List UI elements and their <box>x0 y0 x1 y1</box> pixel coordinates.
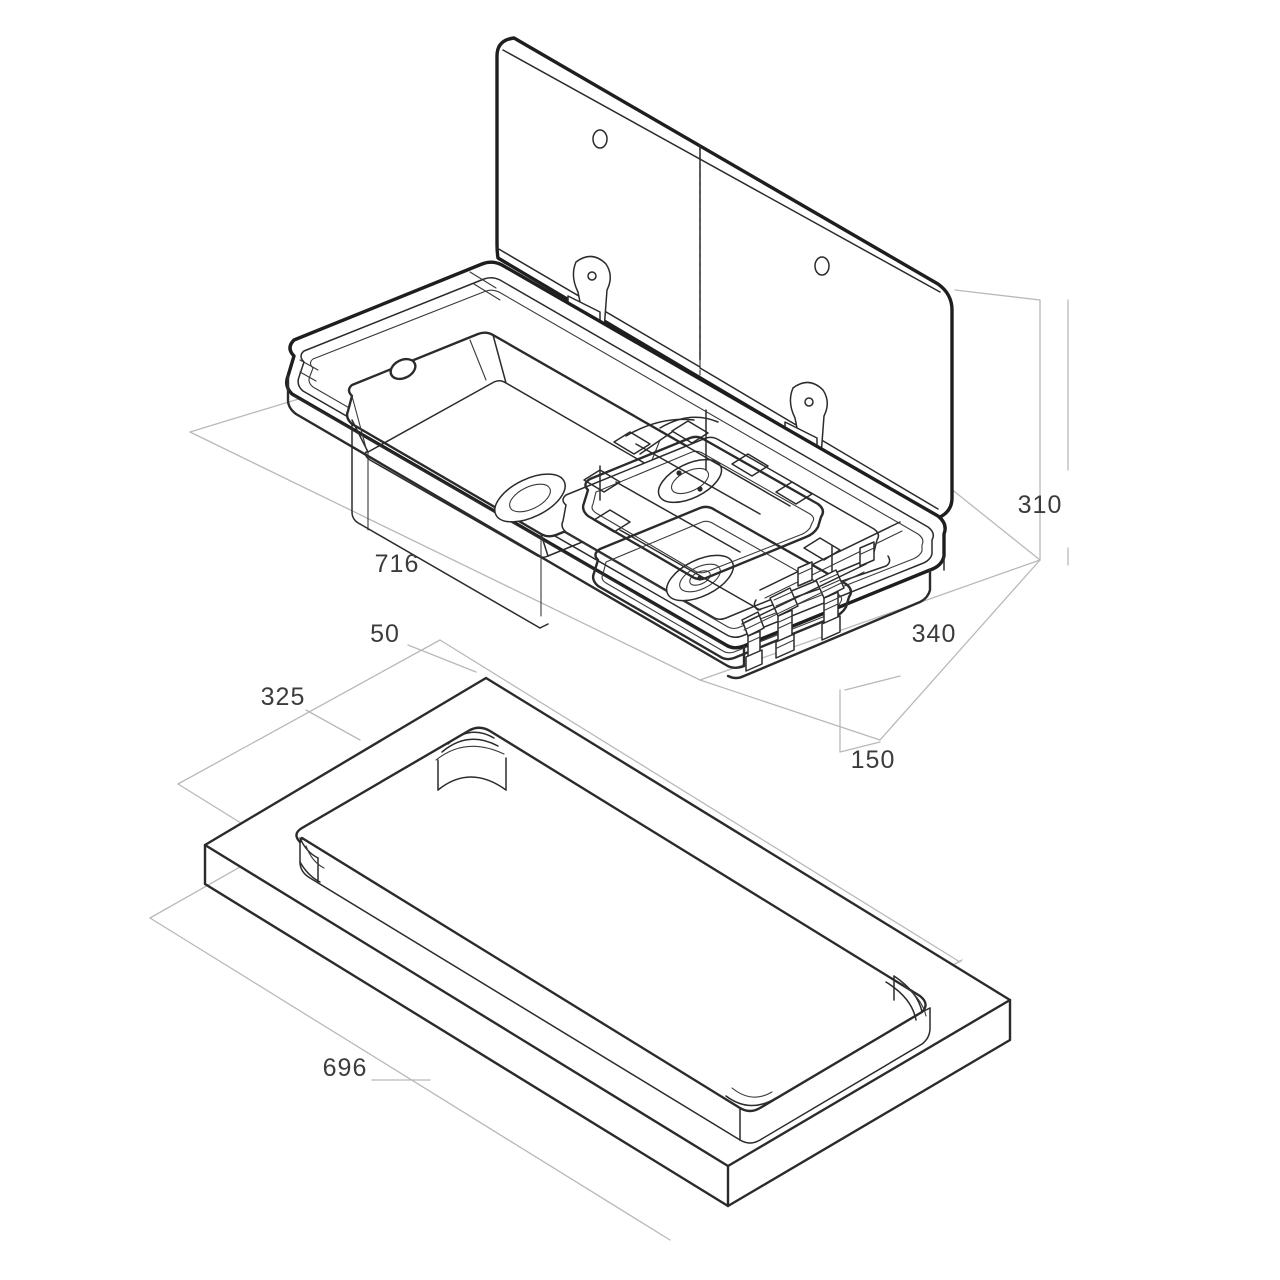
dimension-label-cutout-width: 696 <box>323 1054 368 1082</box>
cutout-corner-front <box>725 1087 777 1107</box>
worktop-template <box>203 676 1012 1208</box>
dimension-label-body-drop: 150 <box>851 746 896 774</box>
tap-hole <box>389 357 417 381</box>
lid-right-vent-hole <box>814 256 830 276</box>
sink-hob-unit <box>284 260 947 680</box>
dimension-label-width-overall: 716 <box>375 550 420 578</box>
dimension-labels: 716 310 340 50 325 150 696 <box>261 491 1063 1082</box>
cutout-corner-rear <box>435 731 507 791</box>
lid-left-vent-hole <box>592 129 608 149</box>
dimension-label-depth-overall: 340 <box>912 620 957 648</box>
dimension-label-cutout-edge-offset: 50 <box>370 620 400 648</box>
cutout-corner-right <box>885 975 927 1021</box>
cutout-corner-left <box>299 837 325 883</box>
dimension-label-cutout-depth: 325 <box>261 683 306 711</box>
glass-lid <box>495 36 954 520</box>
gas-valve-fittings <box>741 541 875 672</box>
dimension-label-height-overall: 310 <box>1018 491 1063 519</box>
